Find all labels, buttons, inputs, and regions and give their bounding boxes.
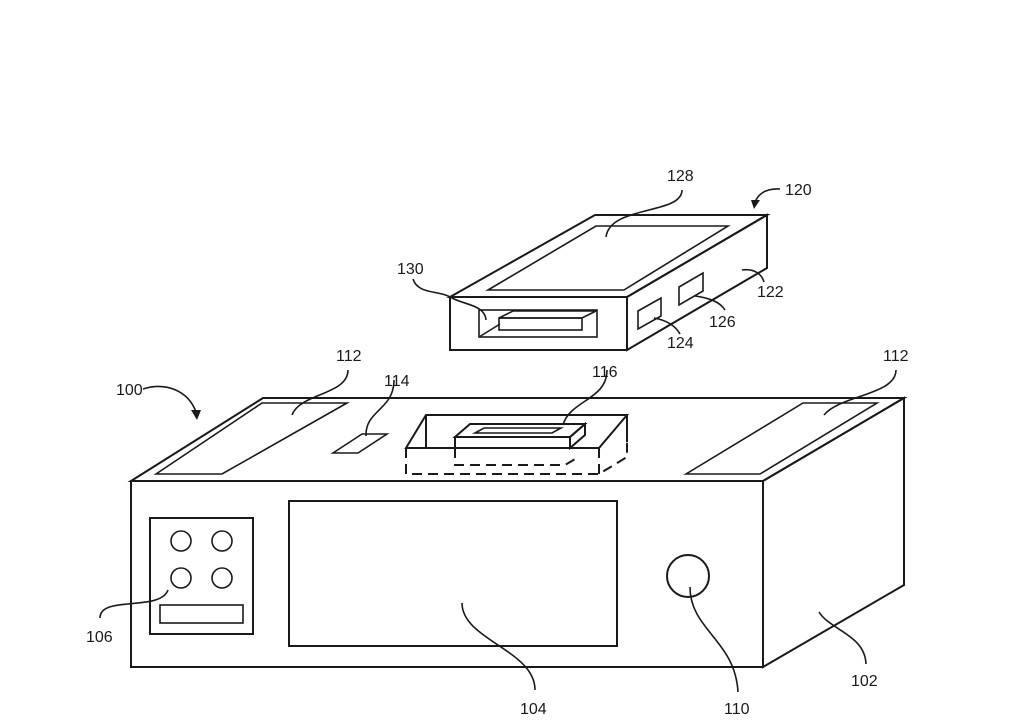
device-port-a	[637, 296, 662, 331]
base-front-face	[130, 480, 764, 668]
device-front-face	[449, 296, 628, 351]
leader-112-left	[291, 369, 349, 416]
device-connector	[498, 310, 597, 319]
dock-connector-side	[569, 421, 586, 451]
base-side-face	[762, 396, 905, 669]
label-126: 126	[709, 314, 736, 331]
dock-connector-front	[454, 436, 571, 449]
top-pad-left	[153, 402, 351, 475]
leader-130	[412, 278, 487, 321]
leader-126	[694, 295, 726, 311]
top-pad-right	[683, 402, 880, 475]
base-knob	[666, 554, 710, 598]
label-120: 120	[785, 182, 812, 199]
dock-connector-hidden	[454, 448, 576, 466]
leader-110	[689, 586, 739, 693]
leader-112-right	[823, 369, 897, 416]
base-display	[288, 500, 618, 647]
keypad-button	[211, 567, 233, 589]
recess-edge	[478, 323, 501, 338]
label-122: 122	[757, 284, 784, 301]
label-112-left: 112	[336, 348, 362, 365]
leader-128	[605, 189, 683, 238]
label-128: 128	[667, 168, 694, 185]
keypad-button	[170, 567, 192, 589]
keypad-bar	[159, 604, 244, 624]
device-side-face	[626, 213, 768, 352]
leader-104	[461, 602, 536, 691]
label-124: 124	[667, 335, 694, 352]
leader-116	[562, 369, 608, 426]
top-slot	[330, 433, 390, 454]
leader-102	[818, 611, 867, 665]
dock-pocket	[405, 442, 628, 475]
label-102: 102	[851, 673, 878, 690]
dock-connector-top	[452, 423, 588, 438]
label-110: 110	[724, 701, 750, 718]
label-114: 114	[384, 373, 410, 390]
label-104: 104	[520, 701, 547, 718]
leader-114	[365, 379, 395, 437]
arrowhead-120	[751, 200, 760, 209]
portable-device	[446, 213, 771, 352]
keypad-panel	[149, 517, 254, 635]
leader-124	[653, 317, 681, 335]
label-116: 116	[592, 364, 618, 381]
keypad-button	[170, 530, 192, 552]
device-connector-front	[498, 317, 583, 331]
dock-rim	[404, 414, 630, 449]
reference-labels: 128 120 122 126 124 130 100 112 114 116 …	[86, 168, 909, 718]
label-106: 106	[86, 629, 113, 646]
base-top-face	[127, 397, 908, 482]
label-130: 130	[397, 261, 424, 278]
arrow-100	[142, 385, 197, 413]
base-unit	[127, 396, 908, 669]
keypad-button	[211, 530, 233, 552]
device-port-b	[678, 271, 704, 307]
device-screen	[485, 225, 731, 291]
leader-106	[99, 589, 169, 619]
label-100: 100	[116, 382, 143, 399]
leader-122	[741, 268, 765, 283]
label-112-right: 112	[883, 348, 909, 365]
device-connector-recess	[478, 309, 598, 338]
arrowhead-100	[191, 410, 201, 420]
leader-lines	[99, 188, 897, 693]
dock-connector-slot	[471, 427, 565, 434]
